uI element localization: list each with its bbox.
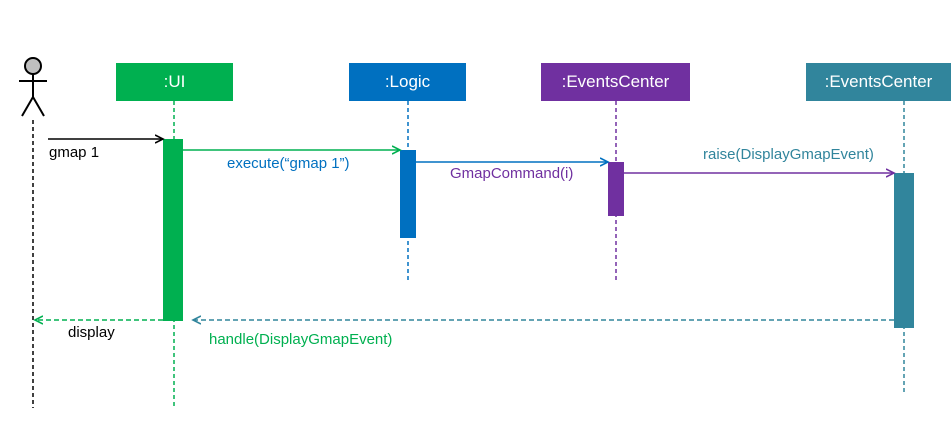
participant-events-center-2: :EventsCenter — [806, 63, 951, 101]
message-label-raise: raise(DisplayGmapEvent) — [703, 146, 874, 163]
participant-events-center-1-label: :EventsCenter — [561, 72, 670, 91]
ui-activation-bar — [163, 139, 183, 321]
participant-ui: :UI — [116, 63, 233, 101]
participant-logic-label: :Logic — [384, 72, 431, 91]
message-label-handle: handle(DisplayGmapEvent) — [209, 331, 393, 348]
message-label-display: display — [68, 324, 115, 341]
participant-logic: :Logic — [349, 63, 466, 101]
message-label-execute: execute(“gmap 1”) — [227, 155, 350, 172]
message-label-gmap: gmap 1 — [49, 144, 100, 161]
events-center-1-activation-bar — [608, 162, 624, 216]
message-label-gmapcommand: GmapCommand(i) — [450, 165, 574, 182]
participant-events-center-2-label: :EventsCenter — [824, 72, 933, 91]
participant-events-center-1: :EventsCenter — [541, 63, 690, 101]
logic-activation-bar — [400, 150, 416, 238]
events-center-2-activation-bar — [894, 173, 914, 328]
participant-ui-label: :UI — [163, 72, 186, 91]
actor-icon — [19, 57, 47, 117]
